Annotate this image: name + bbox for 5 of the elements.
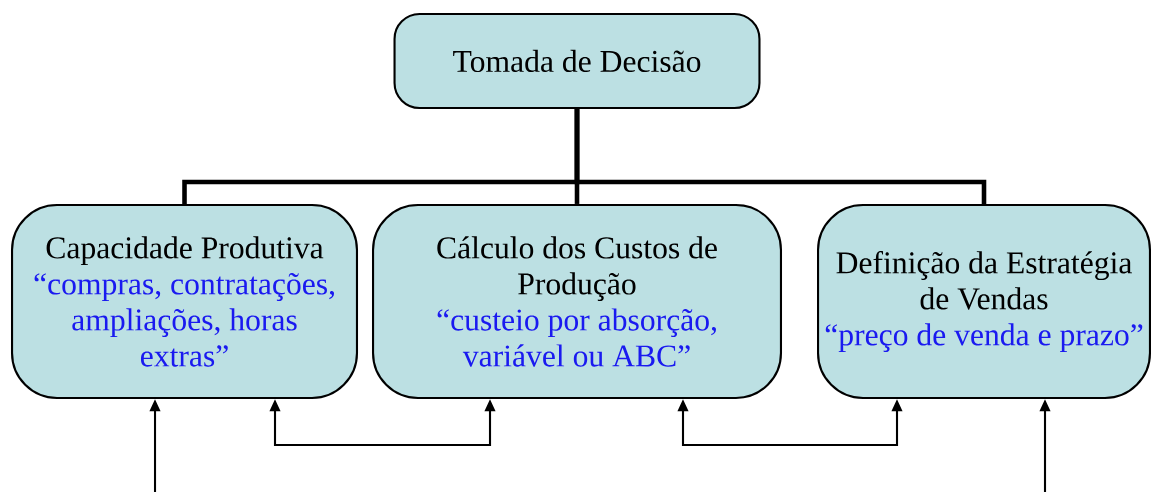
process-box: Capacidade Produtiva “compras, contratações, ampliações, horas extras” [11, 203, 359, 400]
connector-line [574, 109, 987, 204]
process-box: Tomada de Decisão [393, 12, 761, 110]
process-box: Cálculo dos Custos de Produção “custeio por absorção, variável ou ABC” [372, 203, 783, 400]
process-box: Definição da Estratégia de Vendas “preço de venda e prazo” [817, 203, 1152, 400]
